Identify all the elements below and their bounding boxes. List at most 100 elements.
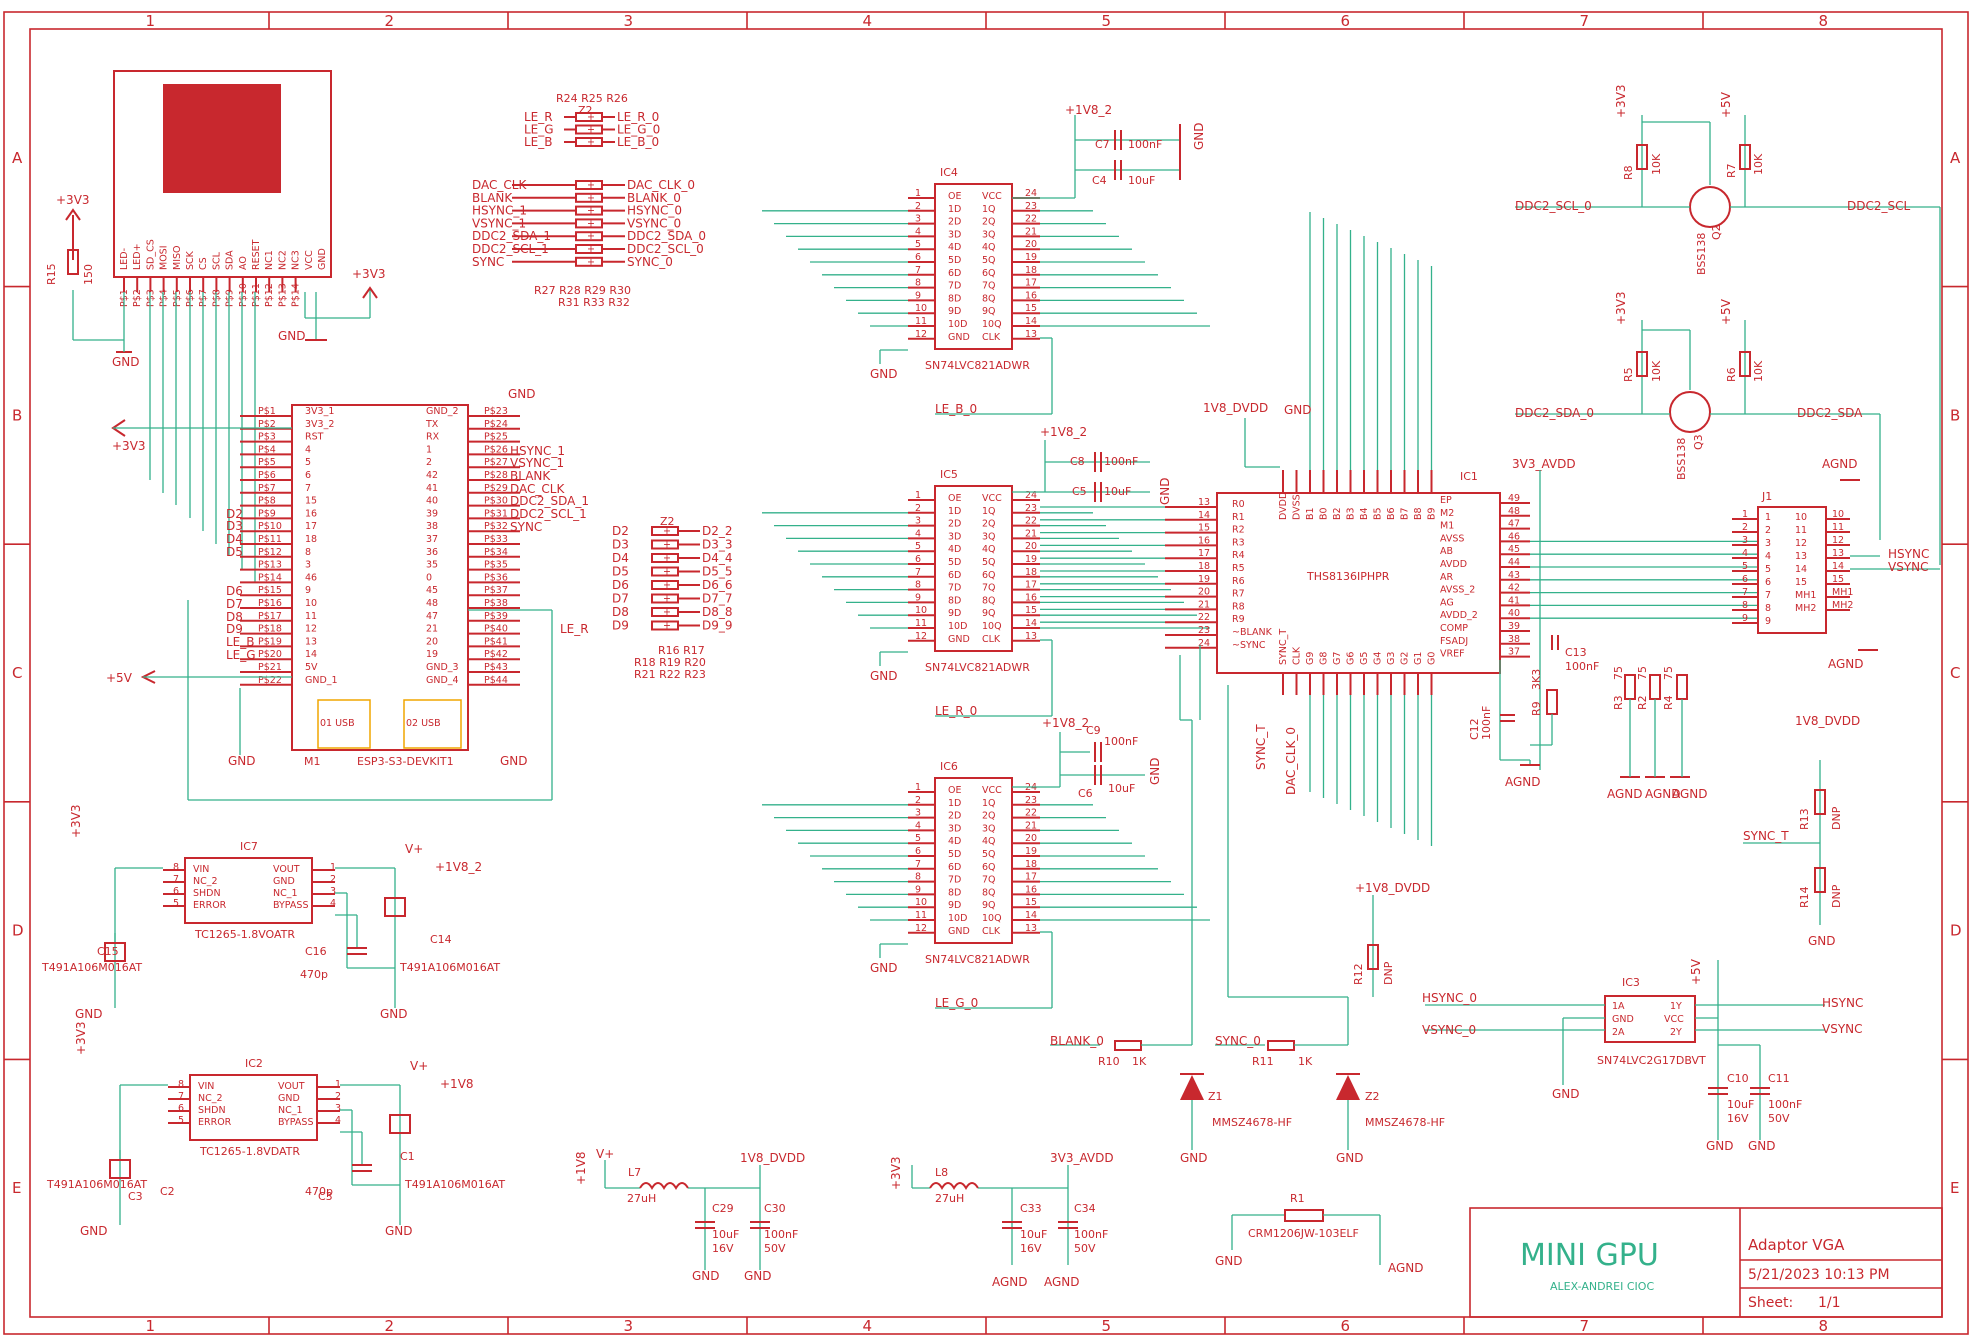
esp-left-pin: P$17 bbox=[258, 611, 282, 622]
net-gnd-dac: GND bbox=[1284, 403, 1312, 417]
rn-data-names-3: R21 R22 R23 bbox=[634, 668, 706, 681]
esp-right-pin: P$24 bbox=[484, 419, 508, 430]
latch-pin-left: 10D bbox=[948, 913, 967, 924]
latch-pin-num: 9 bbox=[915, 290, 921, 301]
esp-left-name: 18 bbox=[305, 534, 317, 545]
latch-pin-num: 16 bbox=[1025, 290, 1037, 301]
latch-pin-num: 5 bbox=[915, 833, 921, 844]
l8-label: L8 bbox=[935, 1166, 948, 1179]
latch-pin-num: 24 bbox=[1025, 188, 1037, 199]
c13-label: C13 bbox=[1565, 646, 1587, 659]
dac-pin-num: 44 bbox=[1508, 557, 1520, 568]
esp-left-pin: P$15 bbox=[258, 585, 282, 596]
regulator-ref: IC7 bbox=[240, 840, 258, 853]
latch-pin-right: 7Q bbox=[982, 875, 996, 886]
esp-left-pin: P$19 bbox=[258, 636, 282, 647]
dac-pin-num: 42 bbox=[1508, 583, 1520, 594]
esp-left-pin: P$1 bbox=[258, 406, 276, 417]
rn-output-net: HSYNC_0 bbox=[627, 204, 682, 218]
latch-pin-right: 1Q bbox=[982, 798, 996, 809]
esp-left-pin: P$20 bbox=[258, 649, 282, 660]
latch-pin-left: 2D bbox=[948, 519, 961, 530]
latch-pin-num: 23 bbox=[1025, 503, 1037, 514]
rn-output-net: D2_2 bbox=[702, 524, 733, 538]
regulator-vplus-net: V+ bbox=[405, 842, 423, 856]
esp-right-pin: P$26 bbox=[484, 444, 508, 455]
latch-pin-num: 13 bbox=[1025, 329, 1037, 340]
rn-output-net: LE_R_0 bbox=[617, 110, 659, 124]
r3-value: 75 bbox=[1612, 666, 1625, 680]
net-1v8-dvdd-dac: 1V8_DVDD bbox=[1203, 401, 1268, 415]
row-marker-left: C bbox=[12, 664, 22, 682]
net-hsync-0: HSYNC_0 bbox=[1422, 991, 1477, 1005]
latch-pin-num: 6 bbox=[915, 252, 921, 263]
regulator-pin-left: NC_2 bbox=[193, 876, 218, 887]
row-marker-right: D bbox=[1950, 922, 1962, 940]
dac-pin-top: B0 bbox=[1319, 507, 1330, 520]
latch-pin-right: CLK bbox=[982, 926, 1001, 937]
ic3-pin-1a: 1A bbox=[1612, 1001, 1625, 1012]
net-hsync-j1: HSYNC bbox=[1888, 547, 1929, 561]
rn-output-net: D9_9 bbox=[702, 619, 733, 633]
column-marker-top: 6 bbox=[1341, 12, 1351, 30]
c4-label: C4 bbox=[1092, 174, 1107, 187]
esp-left-pin: P$12 bbox=[258, 547, 282, 558]
net-3v3-avdd-dac: 3V3_AVDD bbox=[1512, 457, 1576, 471]
r15-label: R15 bbox=[45, 263, 58, 285]
ic3-pin-gnd: GND bbox=[1612, 1014, 1634, 1025]
r13-value: DNP bbox=[1830, 806, 1843, 830]
vga-pin-num: 14 bbox=[1832, 561, 1844, 572]
vga-pin-right: 14 bbox=[1795, 564, 1807, 575]
latch-pin-num: 14 bbox=[1025, 910, 1037, 921]
dac-pin-num: 46 bbox=[1508, 531, 1520, 542]
latch-pin-left: 4D bbox=[948, 242, 961, 253]
latch-pin-num: 7 bbox=[915, 859, 921, 870]
dac-pin-num: 37 bbox=[1508, 647, 1520, 658]
latch-pin-num: 15 bbox=[1025, 897, 1037, 908]
dac-pin-bottom: G8 bbox=[1319, 652, 1330, 665]
latch-pin-right: 8Q bbox=[982, 293, 996, 304]
c12-label: C12 bbox=[1468, 718, 1481, 740]
resistor-plus: + bbox=[587, 137, 595, 148]
net-1v8-dvdd-out: 1V8_DVDD bbox=[740, 1151, 805, 1165]
esp-right-pin: P$44 bbox=[484, 675, 508, 686]
vga-pin-right: 15 bbox=[1795, 577, 1807, 588]
esp-net-left: D2 bbox=[226, 507, 243, 521]
dac-pin-left: R3 bbox=[1232, 537, 1245, 548]
dac-pin-left: R0 bbox=[1232, 499, 1245, 510]
latch-pin-num: 22 bbox=[1025, 808, 1037, 819]
z1-label: Z1 bbox=[1208, 1090, 1223, 1103]
latch-pin-num: 7 bbox=[915, 265, 921, 276]
latch-pin-num: 6 bbox=[915, 554, 921, 565]
column-marker-top: 2 bbox=[385, 12, 395, 30]
latch-pin-num: 14 bbox=[1025, 618, 1037, 629]
latch-pin-num: 23 bbox=[1025, 795, 1037, 806]
regulator-pin-num: 2 bbox=[330, 874, 336, 885]
rn-input-net: D7 bbox=[612, 592, 629, 606]
c5-label: C5 bbox=[1072, 485, 1087, 498]
esp-net-right: SYNC bbox=[510, 520, 542, 534]
r5-label: R5 bbox=[1622, 367, 1635, 382]
ic3-pin-2a: 2A bbox=[1612, 1027, 1625, 1038]
esp-right-name: 38 bbox=[426, 521, 438, 532]
latch-pin-left: 6D bbox=[948, 268, 961, 279]
latch-pin-num: 3 bbox=[915, 214, 921, 225]
esp-right-name: 35 bbox=[426, 560, 438, 571]
latch-pin-right: 5Q bbox=[982, 849, 996, 860]
vga-pin-num: MH1 bbox=[1832, 587, 1853, 598]
rn-data-names-1: R16 R17 bbox=[658, 644, 705, 657]
latch-pin-num: 24 bbox=[1025, 490, 1037, 501]
ic3-pin-2y: 2Y bbox=[1670, 1027, 1682, 1038]
dac-pin-bottom: G3 bbox=[1386, 652, 1397, 665]
esp-right-name: 2 bbox=[426, 457, 432, 468]
l7-label: L7 bbox=[628, 1166, 641, 1179]
net-vplus-l7: V+ bbox=[596, 1147, 614, 1161]
dac-pin-num: 15 bbox=[1198, 523, 1210, 534]
esp-left-pin: P$3 bbox=[258, 432, 276, 443]
r11-value: 1K bbox=[1298, 1055, 1313, 1068]
latch-pin-left: 4D bbox=[948, 836, 961, 847]
dac-pin-right: AB bbox=[1440, 546, 1453, 557]
display-pin-label: SCK bbox=[185, 250, 196, 270]
